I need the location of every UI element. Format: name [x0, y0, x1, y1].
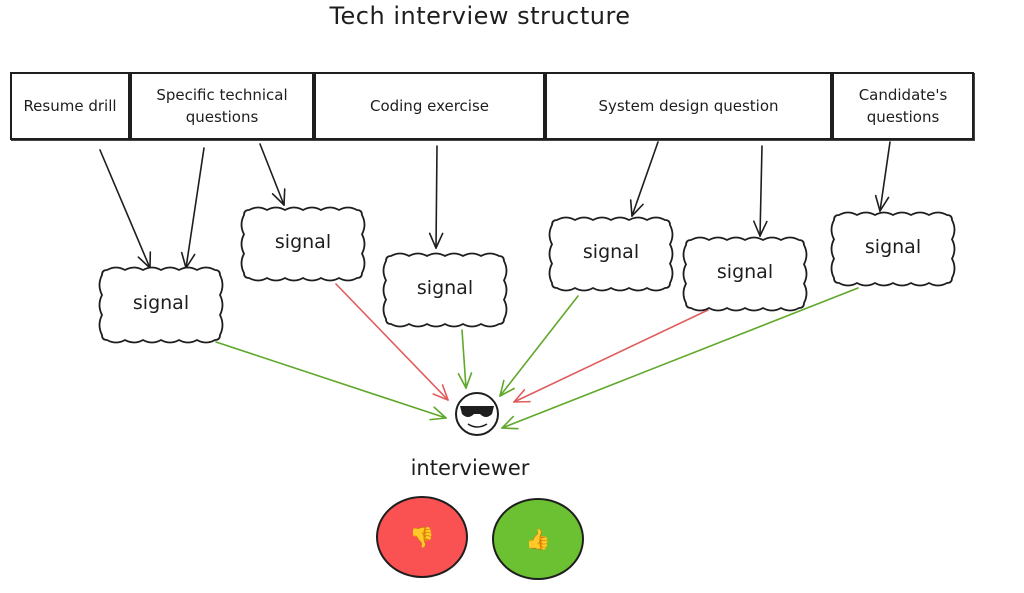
- negative-signal-arrow: [513, 309, 709, 403]
- signal-label: signal: [416, 277, 474, 299]
- interviewer-label: interviewer: [410, 456, 530, 480]
- signal-label: signal: [132, 292, 190, 314]
- stage-to-signal-arrow: [629, 141, 659, 217]
- positive-signal-arrow: [499, 295, 579, 397]
- stage-to-signal-arrow: [753, 145, 768, 237]
- stage-specific-technical-questions: Specific technical questions: [130, 72, 314, 140]
- signal-cloud: [548, 216, 674, 292]
- decision-reject: 👎: [376, 496, 468, 578]
- negative-signal-arrow: [335, 283, 449, 401]
- stage-to-signal-arrow: [259, 143, 286, 206]
- signal-cloud: [240, 206, 366, 282]
- thumbs-down-icon: 👎: [409, 525, 435, 549]
- stage-to-signal-arrow: [428, 145, 444, 249]
- stage-coding-exercise: Coding exercise: [314, 72, 545, 140]
- decision-hire: 👍: [492, 498, 584, 580]
- signal-label: signal: [274, 231, 332, 253]
- stage-to-signal-arrow: [99, 149, 152, 269]
- signal-cloud: [830, 211, 956, 287]
- stage-candidates-questions: Candidate's questions: [832, 72, 974, 140]
- signal-label: signal: [864, 236, 922, 258]
- signal-cloud: [682, 236, 808, 312]
- positive-signal-arrow: [215, 341, 447, 421]
- sunglasses-face-icon: [455, 392, 499, 436]
- signal-cloud: [382, 252, 508, 328]
- stage-resume-drill: Resume drill: [10, 72, 130, 140]
- signal-cloud: [98, 266, 224, 344]
- thumbs-up-icon: 👍: [525, 527, 551, 551]
- stage-to-signal-arrow: [180, 147, 205, 269]
- signal-label: signal: [582, 241, 640, 263]
- signal-label: signal: [716, 261, 774, 283]
- diagram-title: Tech interview structure: [329, 2, 631, 30]
- stage-to-signal-arrow: [874, 141, 891, 212]
- positive-signal-arrow: [457, 329, 473, 389]
- stage-system-design-question: System design question: [545, 72, 832, 140]
- positive-signal-arrow: [501, 287, 859, 430]
